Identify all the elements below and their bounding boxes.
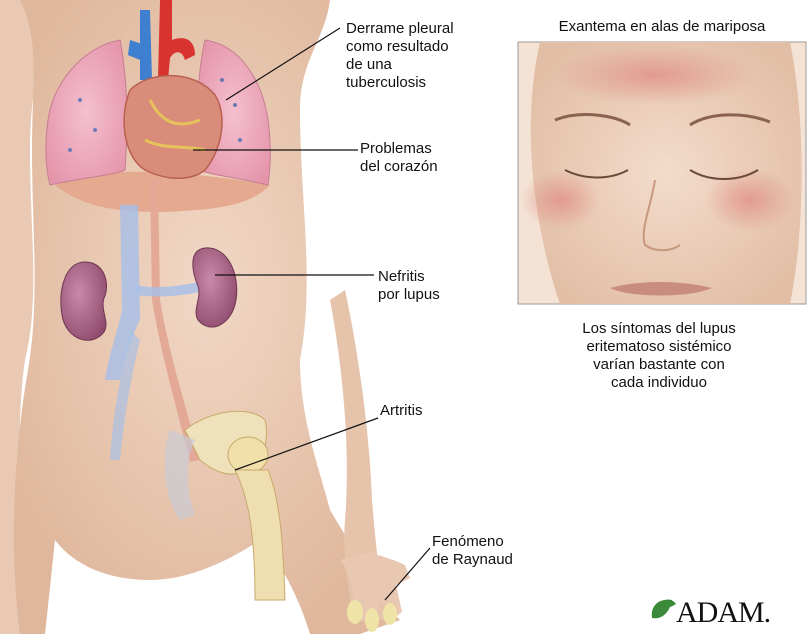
photo-caption: Los síntomas del lupus eritematoso sisté… <box>524 320 794 392</box>
heart <box>124 76 222 179</box>
face-photo <box>518 42 806 304</box>
label-arthritis: Artritis <box>380 402 423 420</box>
label-lupus-nephritis: Nefritis por lupus <box>378 268 440 304</box>
label-pleural-effusion: Derrame pleural como resultado de una tu… <box>346 20 454 92</box>
adam-logo: ADAM. <box>676 596 770 630</box>
label-raynaud: Fenómeno de Raynaud <box>432 533 513 569</box>
photo-title: Exantema en alas de mariposa <box>518 18 806 35</box>
adam-logo-mark <box>652 600 676 619</box>
label-heart-problems: Problemas del corazón <box>360 140 438 176</box>
